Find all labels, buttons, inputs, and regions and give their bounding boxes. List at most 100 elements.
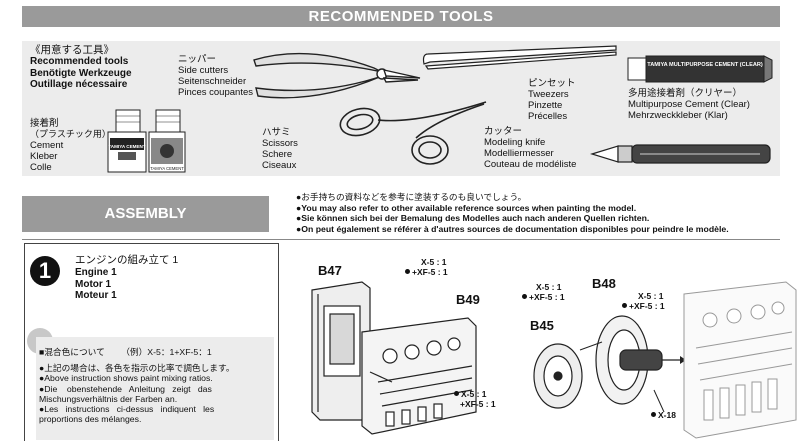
color-d-line1: X-5 : 1 [638, 291, 664, 301]
mixing-line-fr-2: proportions des mélanges. [39, 414, 142, 425]
part-b49-icon [361, 317, 477, 435]
section-divider [22, 239, 780, 240]
side-cutters-fr: Pinces coupantes [178, 87, 253, 98]
cement-jp2: （プラスチック用） [30, 129, 111, 139]
bottle-1-label: TAMIYA CEMENT [108, 144, 146, 149]
scissors-en: Scissors [262, 138, 298, 149]
knife-de: Modelliermesser [484, 148, 554, 159]
cement-jp: 接着剤 [30, 118, 59, 129]
paint-dot-icon [405, 268, 410, 274]
multi-cement-de: Mehrzweckkleber (Klar) [628, 110, 728, 121]
mixing-line-de: ●Die obenstehende Anleitung zeigt das [39, 383, 212, 394]
side-cutters-icon [253, 52, 421, 99]
b45-guide-line [579, 341, 603, 351]
tweezers-icon [422, 45, 617, 70]
engine-parts-b45-b48-illustration [533, 281, 797, 439]
part-label-b48: B48 [592, 276, 616, 291]
modeling-knife-illustration [590, 144, 771, 164]
tools-intro-de: Benötigte Werkzeuge [30, 67, 132, 79]
step-title-en: Engine 1 [75, 267, 117, 278]
arrow-head-icon [680, 356, 686, 364]
step-number: 1 [30, 256, 60, 286]
paint-mixing-text: ■混合色について （例）X-5：1+XF-5：1 ●上記の場合は、各色を指示の比… [39, 347, 273, 424]
part-b45-icon [533, 343, 583, 409]
knife-fr: Couteau de modéliste [484, 159, 577, 170]
multi-cement-label: 多用途接着剤（クリヤー） Multipurpose Cement (Clear)… [628, 88, 750, 121]
side-cutters-label: ニッパー Side cutters Seitenschneider Pinces… [178, 54, 253, 98]
tools-intro-fr: Outillage nécessaire [30, 79, 128, 90]
scissors-icon [339, 101, 487, 165]
cement-tube-icon [627, 55, 773, 83]
tools-intro: 《用意する工具》 Recommended tools Benötigte Wer… [30, 45, 132, 91]
color-b-line2: +XF-5 : 1 [460, 398, 496, 409]
recommended-tools-banner: RECOMMENDED TOOLS [22, 6, 780, 27]
note-en: ●You may also refer to other available r… [296, 202, 637, 213]
x18-guide-line [653, 389, 665, 413]
side-cutters-de: Seitenschneider [178, 76, 247, 87]
side-cutters-en: Side cutters [178, 65, 229, 76]
cement-en: Cement [30, 140, 64, 151]
tweezers-illustration [422, 45, 617, 70]
cement-de: Kleber [30, 151, 58, 162]
paint-dot-icon [522, 293, 527, 299]
side-cutters-illustration [253, 52, 421, 99]
color-callout-b48: X-5 : 1 +XF-5 : 1 [622, 291, 665, 311]
scissors-label: ハサミ Scissors Schere Ciseaux [262, 127, 298, 171]
multipurpose-cement-illustration: TAMIYA MULTIPURPOSE CEMENT (CLEAR) [627, 55, 773, 83]
assembly-notes: ●お手持ちの資料などを参考に塗装するのも良いでしょう。 ●You may als… [296, 192, 729, 234]
mixing-line-de-2: Mischungsverhältnis der Farben an. [39, 393, 178, 404]
paint-mixing-panel [36, 337, 274, 440]
part-label-b49: B49 [456, 292, 480, 307]
part-b47-icon [311, 281, 371, 421]
note-de: ●Sie können sich bei der Bemalung des Mo… [296, 213, 650, 224]
engine-parts-b47-b49-illustration [311, 281, 477, 435]
mixing-line-fr: ●Les instructions ci-dessus indiquent le… [39, 404, 215, 415]
tweezers-de: Pinzette [528, 100, 563, 111]
color-callout-b47: X-5 : 1 +XF-5 : 1 [405, 257, 448, 277]
assembly-banner: ASSEMBLY [22, 196, 269, 232]
mixing-example: （例）X-5：1+XF-5：1 [121, 347, 212, 357]
scissors-fr: Ciseaux [262, 160, 297, 171]
color-a-line2: +XF-5 : 1 [412, 266, 448, 277]
cement-label: 接着剤 （プラスチック用） Cement Kleber Colle [30, 118, 111, 173]
mixing-title-jp: ■混合色について [39, 347, 105, 357]
color-c-line2: +XF-5 : 1 [529, 291, 565, 302]
knife-label: カッター Modeling knife Modelliermesser Cout… [484, 126, 576, 170]
step-title-de: Motor 1 [75, 278, 112, 290]
color-a-line1: X-5 : 1 [421, 257, 447, 267]
bottle-2-label: TAMIYA CEMENT [150, 166, 184, 171]
step-title-jp: エンジンの組み立て 1 [75, 254, 179, 266]
multi-cement-en: Multipurpose Cement (Clear) [628, 99, 750, 110]
step-title-fr: Moteur 1 [75, 290, 117, 301]
cement-bottles-illustration: TAMIYA CEMENT TAMIYA CEMENT [107, 109, 186, 173]
color-c-line1: X-5 : 1 [536, 282, 562, 292]
color-e-label: X-18 [658, 410, 676, 420]
knife-en: Modeling knife [484, 137, 546, 148]
paint-dot-icon [622, 302, 627, 308]
color-callout-b45: X-5 : 1 +XF-5 : 1 [522, 282, 565, 302]
part-label-b47: B47 [318, 263, 342, 278]
cement-fr: Colle [30, 162, 52, 173]
cement-bottle-2-icon [148, 109, 186, 173]
mixing-line-en: ●Above instruction shows paint mixing ra… [39, 373, 213, 384]
tweezers-en: Tweezers [528, 89, 569, 100]
cement-bottle-1-icon [107, 109, 147, 173]
tweezers-jp: ピンセット [528, 78, 576, 89]
b47-b49-guide-arrow [369, 371, 393, 383]
part-b48-icon [595, 315, 663, 405]
tube-label: TAMIYA MULTIPURPOSE CEMENT (CLEAR) [647, 62, 763, 68]
scissors-illustration [339, 101, 487, 165]
note-fr: ●On peut également se référer à d'autres… [296, 223, 729, 234]
color-callout-b49: X-5 : 1 +XF-5 : 1 [454, 389, 496, 409]
tweezers-label: ピンセット Tweezers Pinzette Précelles [528, 78, 576, 122]
tools-intro-jp: 《用意する工具》 [30, 44, 114, 56]
tweezers-fr: Précelles [528, 111, 568, 122]
note-jp: ●お手持ちの資料などを参考に塗装するのも良いでしょう。 [296, 192, 527, 202]
paint-dot-icon [454, 391, 459, 396]
engine-block-icon [683, 281, 797, 439]
part-label-b45: B45 [530, 318, 554, 333]
tools-intro-en: Recommended tools [30, 56, 129, 67]
scissors-jp: ハサミ [262, 127, 291, 138]
color-callout-x18: X-18 [651, 410, 676, 421]
mixing-title: ■混合色について （例）X-5：1+XF-5：1 [39, 347, 273, 357]
